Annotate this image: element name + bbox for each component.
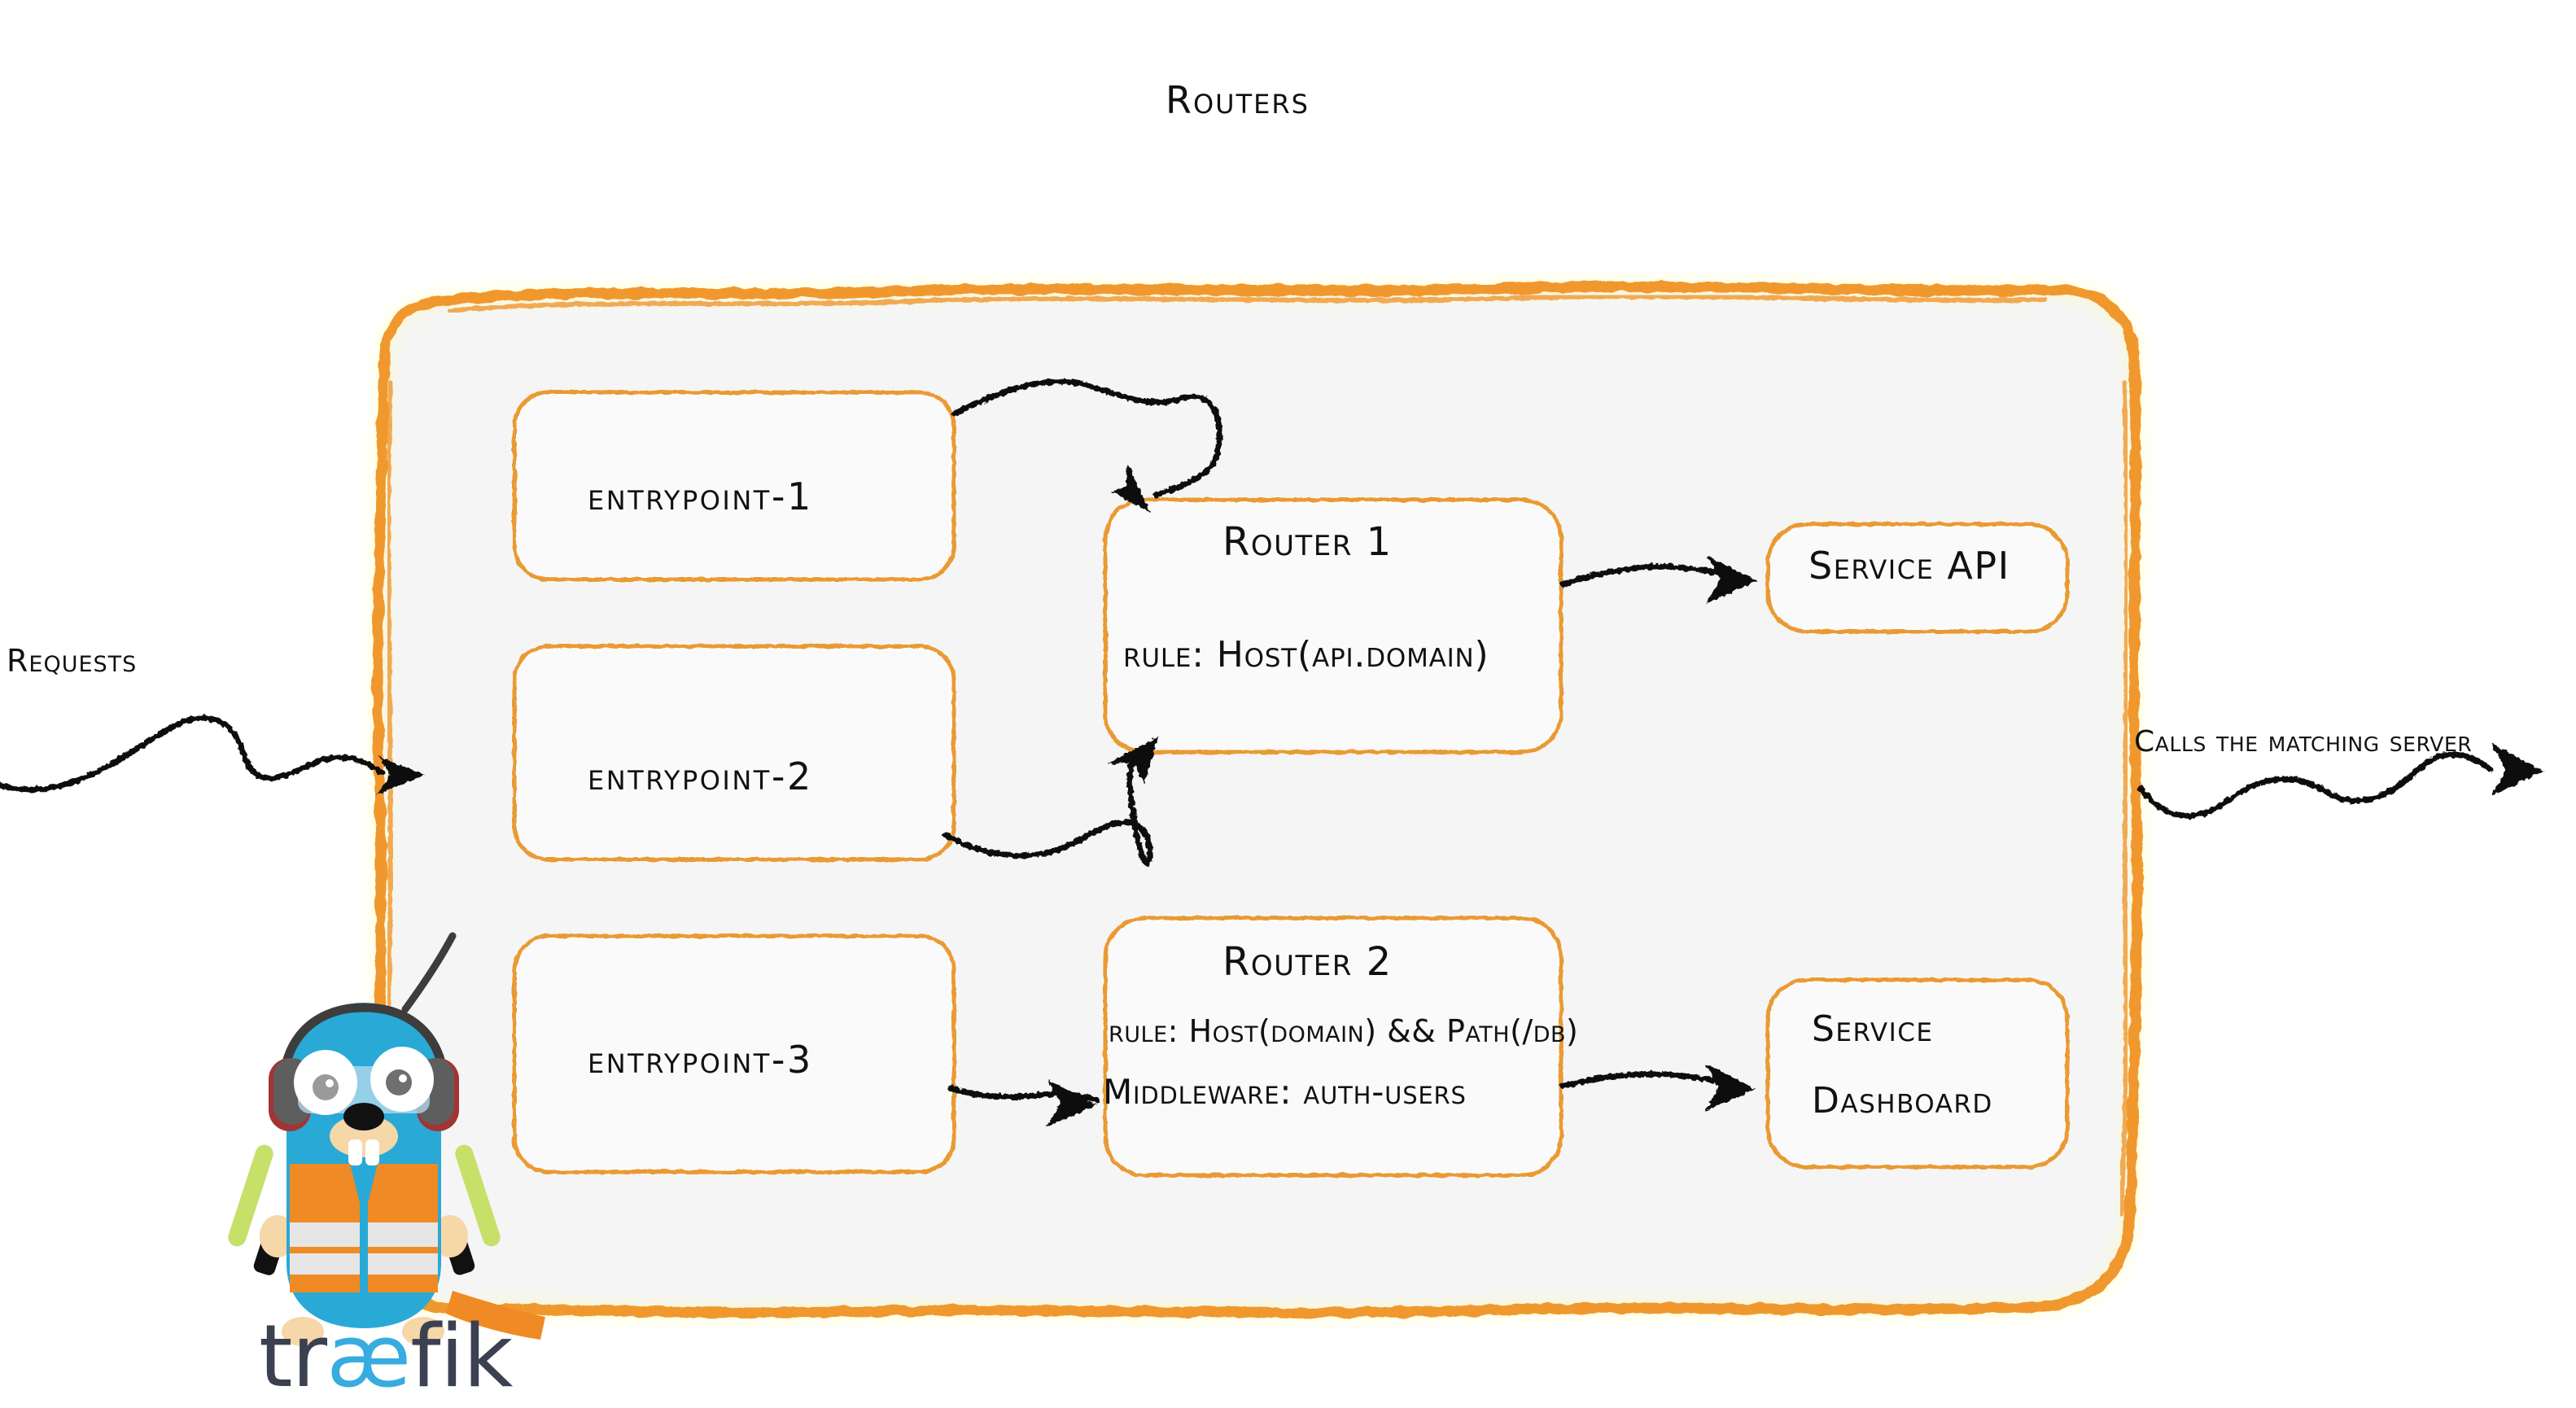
entrypoint-3-box[interactable] [512, 934, 956, 1174]
gopher-safety-vest [290, 1164, 438, 1292]
service-api-box[interactable] [1765, 522, 2070, 634]
service-dashboard-box[interactable] [1765, 977, 2070, 1170]
service-api-label: Service API [1808, 544, 2010, 588]
gopher-pupil-right [386, 1069, 412, 1095]
headphone-band [278, 1003, 449, 1087]
router-1-box[interactable] [1103, 497, 1564, 754]
calls-matching-server-label: Calls the matching server [2134, 725, 2473, 759]
router-2-box[interactable] [1103, 916, 1564, 1178]
gopher-tail [446, 1291, 545, 1340]
arrow-ep3-router2-head [1045, 1079, 1097, 1128]
arrow-router1-serviceapi-head [1706, 555, 1758, 604]
arrow-router2-servicedashboard-head [1704, 1063, 1756, 1112]
router-1-rule: rule: Host(api.domain) [1123, 634, 1489, 676]
arrow-outbound-head [2491, 742, 2544, 796]
arrow-outbound-path [2137, 751, 2494, 819]
gopher-nose [343, 1103, 384, 1130]
traefik-gopher-mascot [228, 932, 545, 1346]
arrow-requests-path [0, 715, 386, 793]
wordmark-part-after: fik [410, 1306, 513, 1406]
arrow-ep3-router2-path [947, 1085, 1100, 1104]
router-2-title: Router 2 [1222, 939, 1393, 985]
flow-arrows [0, 378, 2544, 1128]
traefik-wordmark: træfik [259, 1314, 513, 1400]
routers-panel-border-sketch-right [2119, 380, 2130, 1217]
entrypoint-1-box[interactable] [512, 390, 956, 582]
headphone-band-extra [401, 932, 457, 1013]
requests-label: Requests [7, 643, 138, 679]
arrow-ep1-router1-path [951, 378, 1222, 498]
page-title: Routers [1166, 78, 1310, 122]
entrypoint-3-label: entrypoint-3 [588, 1038, 813, 1082]
service-dashboard-label-line2: Dashboard [1812, 1080, 1993, 1122]
gopher-foot-right [402, 1317, 444, 1346]
wordmark-ae-ligature: æ [326, 1306, 411, 1406]
gopher-muzzle [330, 1115, 398, 1157]
gopher-pupil-left [313, 1074, 339, 1100]
entrypoint-2-label: entrypoint-2 [588, 754, 813, 798]
gopher-tooth-right [365, 1139, 379, 1165]
arrow-ep2-router1-head [1108, 737, 1158, 785]
entrypoint-2-box[interactable] [512, 644, 956, 862]
service-dashboard-label-line1: Service [1812, 1008, 1934, 1050]
entrypoint-1-label: entrypoint-1 [588, 474, 813, 518]
gopher-foot-left [282, 1317, 324, 1346]
router-2-middleware: Middleware: auth-users [1103, 1072, 1467, 1112]
routers-panel-border-sketch-top [447, 294, 2047, 313]
arrow-ep1-router1-head [1110, 464, 1151, 513]
router-1-title: Router 1 [1222, 519, 1393, 565]
arrow-requests-head [376, 755, 425, 796]
gopher-tooth-left [348, 1139, 362, 1165]
router-2-rule: rule: Host(domain) && Path(/db) [1109, 1013, 1579, 1049]
arrow-ep2-router1-path [942, 747, 1153, 866]
wordmark-part-before: tr [259, 1306, 327, 1406]
